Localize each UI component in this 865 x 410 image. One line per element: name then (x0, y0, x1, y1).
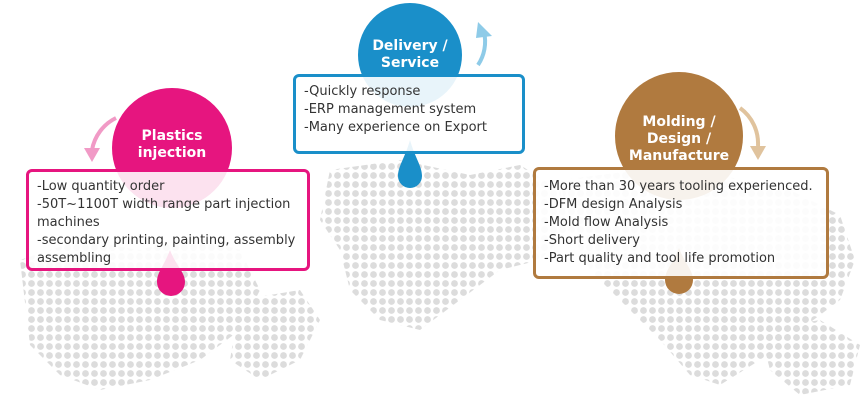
list-item: -Part quality and tool life promotion (544, 251, 776, 266)
list-item: -50T~1100T width range part injection ma… (37, 197, 291, 230)
delivery-title: Delivery / Service (358, 38, 462, 72)
list-item: -secondary printing, painting, assembly … (37, 233, 296, 266)
list-item: -Low quantity order (37, 179, 165, 194)
title-line: Service (380, 55, 440, 71)
title-line: Plastics (141, 128, 203, 144)
molding-title: Molding / Design / Manufacture (619, 114, 739, 165)
list-item: -More than 30 years tooling experienced. (544, 179, 813, 194)
refresh-arrow-icon (738, 106, 766, 160)
list-item: -Quickly response (304, 84, 421, 99)
title-line: Manufacture (628, 148, 730, 164)
title-line: Molding / (642, 114, 716, 130)
molding-card: -More than 30 years tooling experienced.… (533, 167, 829, 279)
refresh-arrow-icon (84, 116, 117, 162)
list-item: -Many experience on Export (304, 120, 488, 135)
delivery-card: -Quickly response -ERP management system… (293, 74, 525, 154)
plastics-title: Plastics injection (112, 128, 232, 162)
title-line: Delivery / (372, 38, 448, 54)
list-item: -Mold flow Analysis (544, 215, 669, 230)
title-line: injection (137, 145, 207, 161)
title-line: Design / (646, 131, 712, 147)
plastics-card: -Low quantity order -50T~1100T width ran… (26, 169, 310, 271)
list-item: -ERP management system (304, 102, 477, 117)
list-item: -Short delivery (544, 233, 640, 248)
refresh-arrow-icon (476, 22, 492, 67)
list-item: -DFM design Analysis (544, 197, 683, 212)
